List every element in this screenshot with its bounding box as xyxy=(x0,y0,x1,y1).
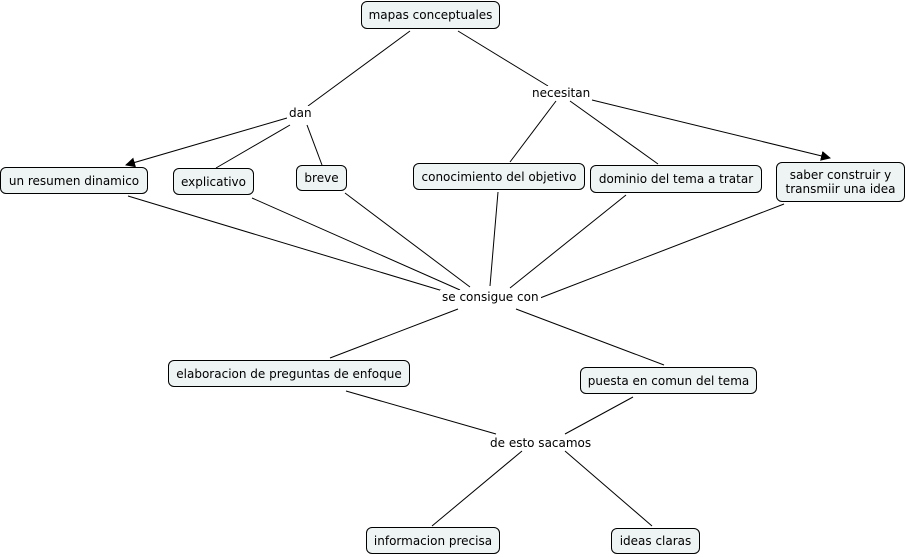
connector-line xyxy=(251,197,461,291)
link-dan: dan xyxy=(287,106,314,120)
connector-line xyxy=(307,30,411,107)
concept-puesta-en-comun[interactable]: puesta en comun del tema xyxy=(580,367,757,394)
connector-line xyxy=(515,308,665,366)
concept-resumen-dinamico[interactable]: un resumen dinamico xyxy=(0,167,148,194)
connector-line xyxy=(569,100,659,165)
concept-ideas-claras[interactable]: ideas claras xyxy=(611,528,700,554)
concept-explicativo[interactable]: explicativo xyxy=(173,168,254,195)
connector-line xyxy=(539,203,785,299)
concept-conocimiento-objetivo[interactable]: conocimiento del objetivo xyxy=(413,163,585,190)
connector-line xyxy=(564,396,634,435)
connector-line xyxy=(489,191,499,287)
concept-saber-construir[interactable]: saber construir y transmiir una idea xyxy=(776,162,905,202)
connector-line xyxy=(127,195,444,292)
concept-elaboracion-preguntas[interactable]: elaboracion de preguntas de enfoque xyxy=(168,360,410,387)
connector-line xyxy=(509,100,557,163)
connector-line xyxy=(344,192,471,288)
link-necesitan: necesitan xyxy=(530,86,593,100)
connector-line xyxy=(509,194,627,289)
connector-line xyxy=(457,30,549,87)
link-de-esto-sacamos: de esto sacamos xyxy=(488,436,594,450)
connector-line xyxy=(564,450,653,527)
connector-line xyxy=(306,124,323,166)
concept-dominio-tema[interactable]: dominio del tema a tratar xyxy=(590,165,762,193)
connector-arrow xyxy=(591,99,831,161)
concept-informacion-precisa[interactable]: informacion precisa xyxy=(366,527,500,554)
link-se-consigue-con: se consigue con xyxy=(440,290,541,304)
concept-mapas-conceptuales[interactable]: mapas conceptuales xyxy=(361,1,500,29)
concept-breve[interactable]: breve xyxy=(296,165,347,191)
connector-line xyxy=(215,124,291,169)
connector-line xyxy=(345,390,497,435)
connector-line xyxy=(329,308,459,359)
connector-line xyxy=(431,450,523,527)
connector-arrow xyxy=(125,117,288,168)
